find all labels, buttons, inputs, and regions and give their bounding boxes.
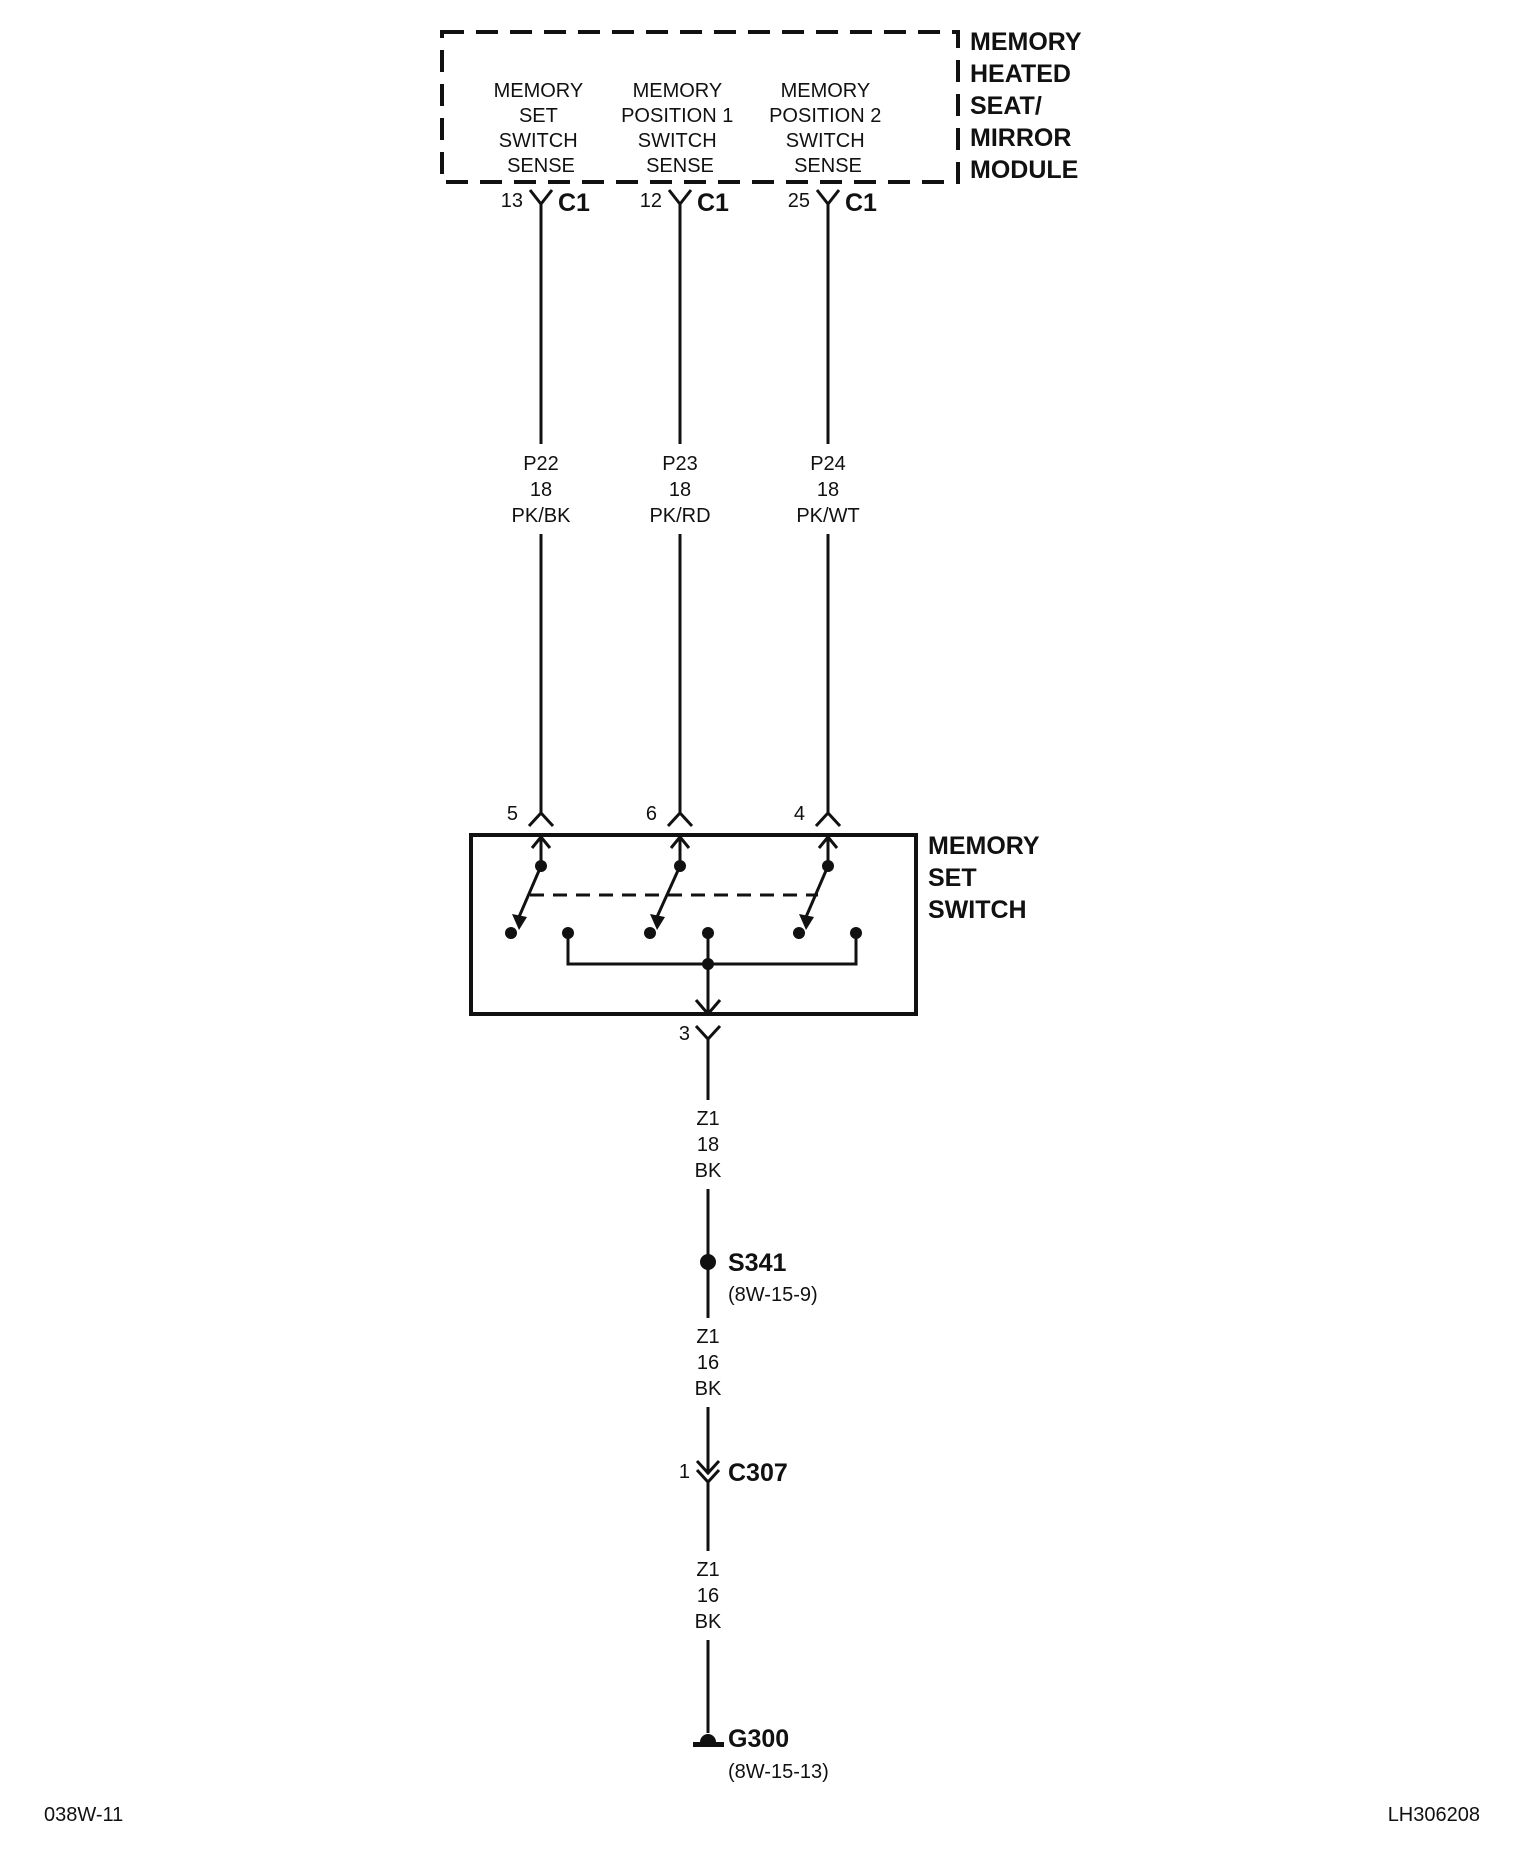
splice-s341: S341 (8W-15-9) <box>700 1249 818 1306</box>
svg-text:12: 12 <box>640 190 662 212</box>
svg-text:P23: P23 <box>662 453 698 475</box>
svg-text:18: 18 <box>817 479 839 501</box>
switch-pin-4: 4 <box>794 803 842 828</box>
svg-text:C1: C1 <box>845 189 877 217</box>
footer-right-code: LH306208 <box>1388 1804 1480 1826</box>
svg-text:PK/BK: PK/BK <box>512 505 572 527</box>
svg-text:Z1: Z1 <box>696 1559 719 1581</box>
svg-text:BK: BK <box>695 1611 722 1633</box>
module-pin-label-position-2: MEMORY POSITION 2 SWITCH SENSE <box>769 80 887 177</box>
svg-text:Z1: Z1 <box>696 1326 719 1348</box>
switch-pin-6: 6 <box>646 803 694 828</box>
svg-text:5: 5 <box>507 803 518 825</box>
svg-text:13: 13 <box>501 190 523 212</box>
svg-text:4: 4 <box>794 803 805 825</box>
switch-common-bus <box>566 933 858 1014</box>
svg-text:1: 1 <box>679 1461 690 1483</box>
svg-text:6: 6 <box>646 803 657 825</box>
svg-text:(8W-15-9): (8W-15-9) <box>728 1284 818 1306</box>
svg-text:G300: G300 <box>728 1725 789 1753</box>
switch-body <box>469 833 918 1016</box>
svg-text:16: 16 <box>697 1585 719 1607</box>
svg-text:Z1: Z1 <box>696 1108 719 1130</box>
module-dashed-outline <box>440 30 960 184</box>
svg-text:3: 3 <box>679 1023 690 1045</box>
module-pin-label-memory-set: MEMORY SET SWITCH SENSE <box>494 80 589 177</box>
switch-contact-position-1 <box>644 860 714 939</box>
module-connector-pin-25: 25 C1 <box>788 189 877 217</box>
switch-pin-5: 5 <box>507 803 555 828</box>
ground-g300: G300 (8W-15-13) <box>693 1725 829 1783</box>
svg-text:C1: C1 <box>697 189 729 217</box>
svg-text:18: 18 <box>697 1134 719 1156</box>
connector-c307: 1 C307 <box>679 1459 788 1487</box>
svg-text:C1: C1 <box>558 189 590 217</box>
svg-text:18: 18 <box>669 479 691 501</box>
svg-text:S341: S341 <box>728 1249 786 1277</box>
ground-icon <box>700 1734 716 1742</box>
svg-text:18: 18 <box>530 479 552 501</box>
svg-text:PK/RD: PK/RD <box>649 505 710 527</box>
switch-contact-set <box>505 860 574 939</box>
wire-z1-16-upper: Z1 16 BK <box>695 1262 722 1474</box>
svg-text:P22: P22 <box>523 453 559 475</box>
svg-text:C307: C307 <box>728 1459 788 1487</box>
svg-text:BK: BK <box>695 1160 722 1182</box>
wire-z1-18: Z1 18 BK <box>695 1039 722 1262</box>
svg-text:BK: BK <box>695 1378 722 1400</box>
svg-text:P24: P24 <box>810 453 846 475</box>
memory-set-switch: 5 6 4 MEMORY SET SWITCH <box>469 803 1046 1045</box>
svg-text:PK/WT: PK/WT <box>796 505 859 527</box>
module-connector-pin-13: 13 C1 <box>501 189 590 217</box>
switch-pin-3: 3 <box>679 1023 722 1045</box>
module-connector-pin-12: 12 C1 <box>640 189 729 217</box>
svg-text:16: 16 <box>697 1352 719 1374</box>
switch-label: MEMORY SET SWITCH <box>928 832 1046 924</box>
memory-heated-seat-mirror-module: MEMORY HEATED SEAT/ MIRROR MODULE MEMORY… <box>440 28 1088 217</box>
wire-p24: P24 18 PK/WT <box>796 204 860 815</box>
module-label: MEMORY HEATED SEAT/ MIRROR MODULE <box>970 28 1088 184</box>
svg-text:(8W-15-13): (8W-15-13) <box>728 1761 829 1783</box>
svg-text:25: 25 <box>788 190 810 212</box>
footer-left-code: 038W-11 <box>44 1804 123 1826</box>
module-pin-label-position-1: MEMORY POSITION 1 SWITCH SENSE <box>621 80 739 177</box>
wire-p23: P23 18 PK/RD <box>649 204 711 815</box>
switch-contact-position-2 <box>793 860 862 939</box>
wire-p22: P22 18 PK/BK <box>512 204 572 815</box>
wire-z1-16-lower: Z1 16 BK <box>695 1482 722 1733</box>
